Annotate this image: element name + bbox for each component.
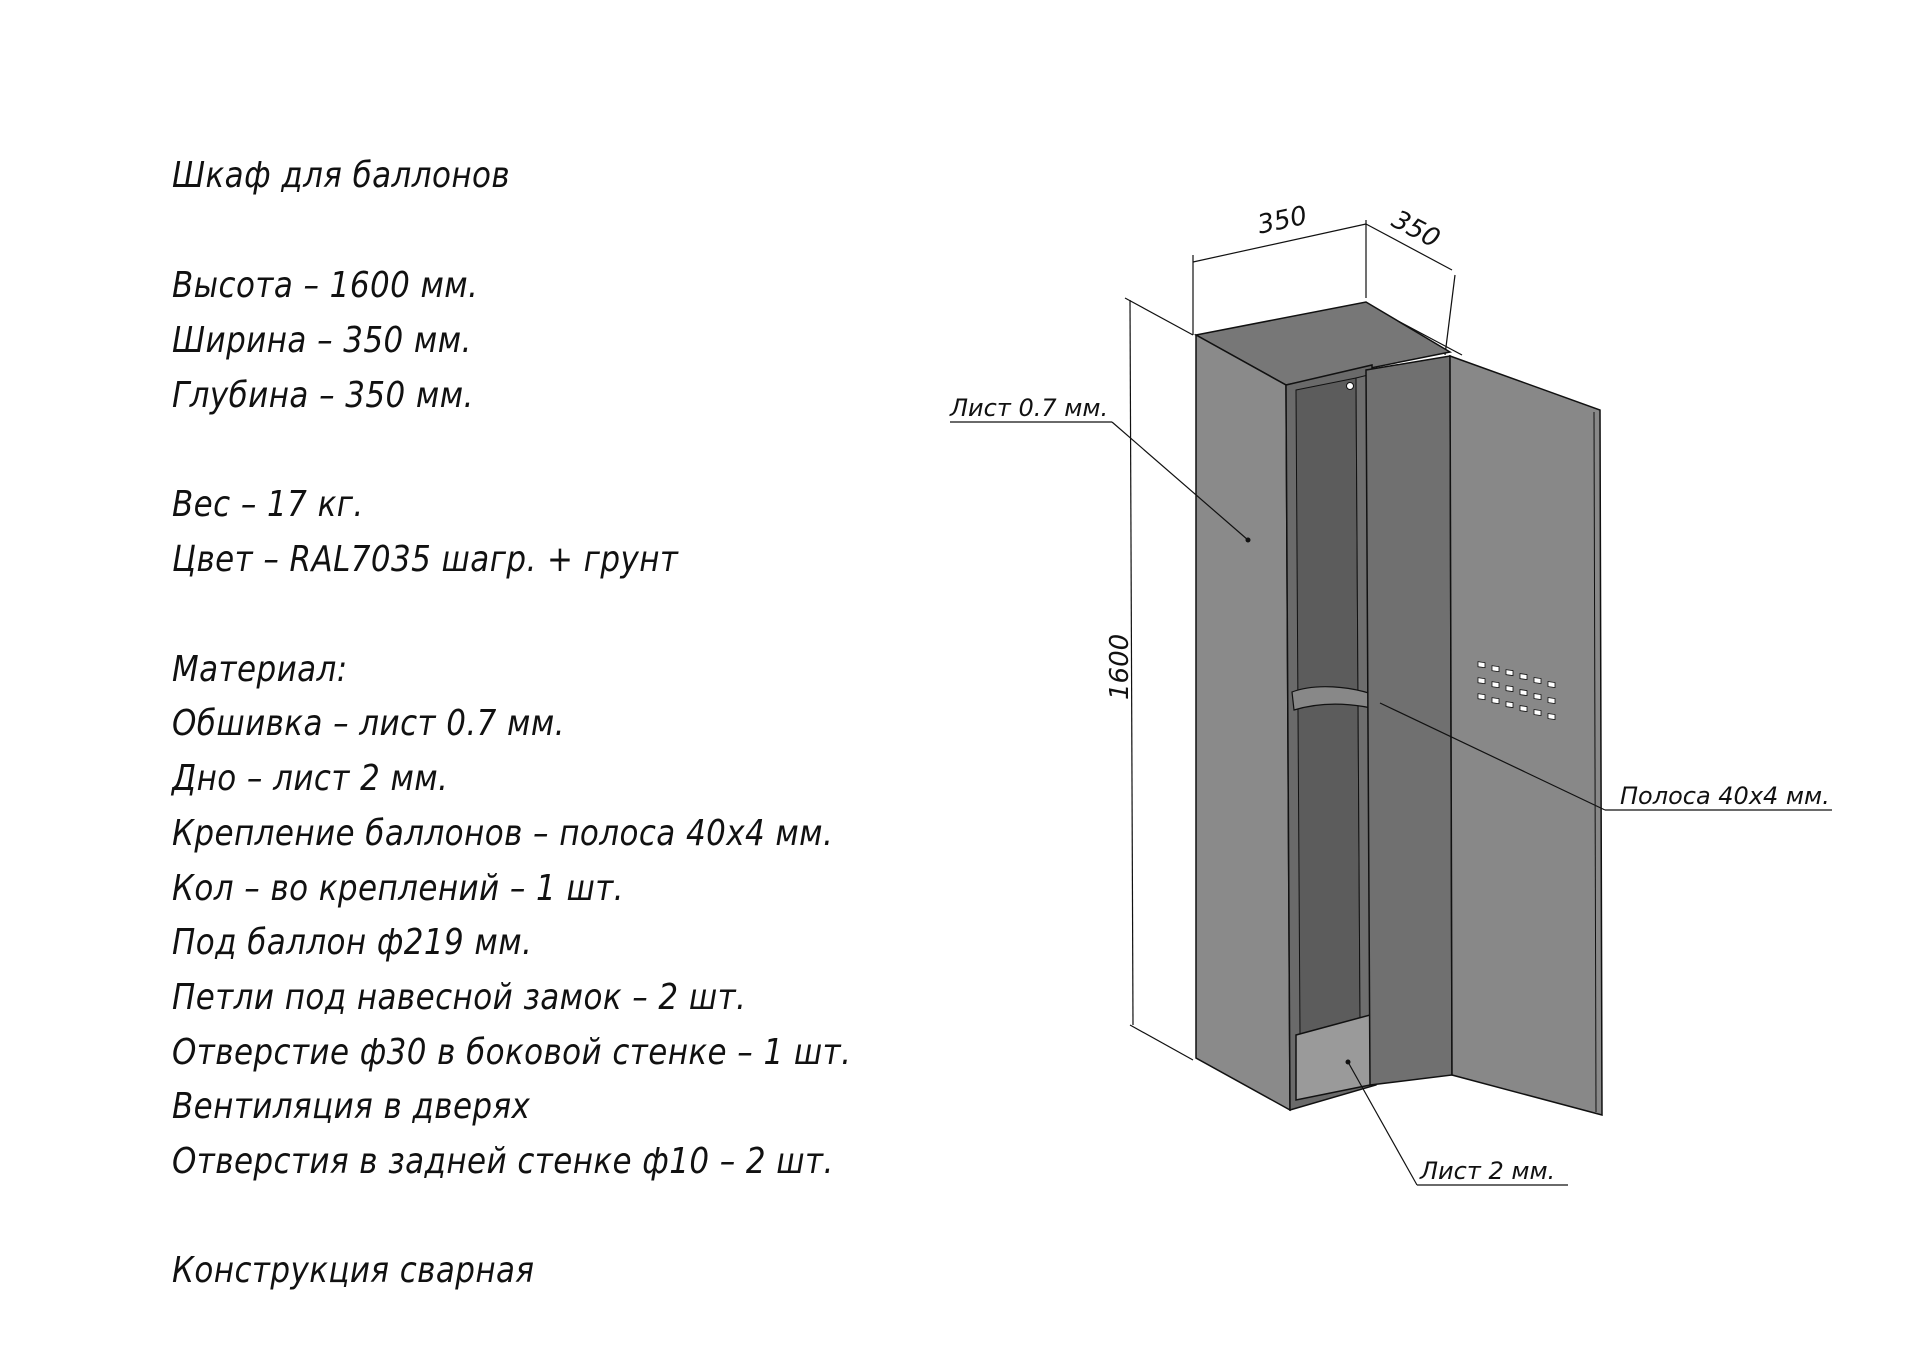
callout-sheet-0-7-label: Лист 0.7 мм. <box>949 394 1108 422</box>
material-item-mount-count: Кол – во креплений – 1 шт. <box>172 868 624 909</box>
spec-height: Высота – 1600 мм. <box>172 265 479 306</box>
spec-weight: Вес – 17 кг. <box>172 484 364 525</box>
door-edge <box>1365 355 1453 1086</box>
depth-dimension-label: 350 <box>1387 205 1445 255</box>
material-item-side-hole: Отверстие ф30 в боковой стенке – 1 шт. <box>172 1032 852 1073</box>
back-hole-top <box>1346 382 1354 390</box>
material-item-cylinder: Под баллон ф219 мм. <box>172 922 533 963</box>
door-ventilation <box>1477 661 1556 720</box>
material-item-ventilation: Вентиляция в дверях <box>172 1086 531 1127</box>
material-item-bottom: Дно – лист 2 мм. <box>172 758 449 799</box>
material-item-back-holes: Отверстия в задней стенке ф10 – 2 шт. <box>172 1141 834 1182</box>
callout-strip-label: Полоса 40x4 мм. <box>1620 782 1830 810</box>
material-item-hinges: Петли под навесной замок – 2 шт. <box>172 977 747 1018</box>
cabinet-body <box>1193 301 1463 1112</box>
door-panel <box>1449 354 1603 1116</box>
callout-strip: Полоса 40x4 мм. <box>1379 702 1832 811</box>
height-dimension: 1600 <box>1105 297 1194 1061</box>
cabinet-title: Шкаф для баллонов <box>172 155 511 196</box>
cabinet-side-panel <box>1195 333 1291 1112</box>
width-dimension-label: 350 <box>1255 201 1310 241</box>
material-item-cladding: Обшивка – лист 0.7 мм. <box>172 703 565 744</box>
callout-sheet-2: Лист 2 мм. <box>1345 1059 1568 1186</box>
callout-sheet-0-7: Лист 0.7 мм. <box>949 394 1251 543</box>
spec-color: Цвет – RAL7035 шагр. + грунт <box>172 539 679 580</box>
height-dimension-label: 1600 <box>1105 634 1135 700</box>
construction-note: Конструкция сварная <box>172 1250 535 1291</box>
spec-depth: Глубина – 350 мм. <box>172 375 474 416</box>
cabinet-door <box>1365 354 1603 1116</box>
material-item-mount: Крепление баллонов – полоса 40x4 мм. <box>172 813 834 854</box>
callout-sheet-2-label: Лист 2 мм. <box>1419 1157 1555 1185</box>
spec-width: Ширина – 350 мм. <box>172 320 472 361</box>
door-rim <box>1593 411 1597 1113</box>
material-heading: Материал: <box>172 649 348 690</box>
